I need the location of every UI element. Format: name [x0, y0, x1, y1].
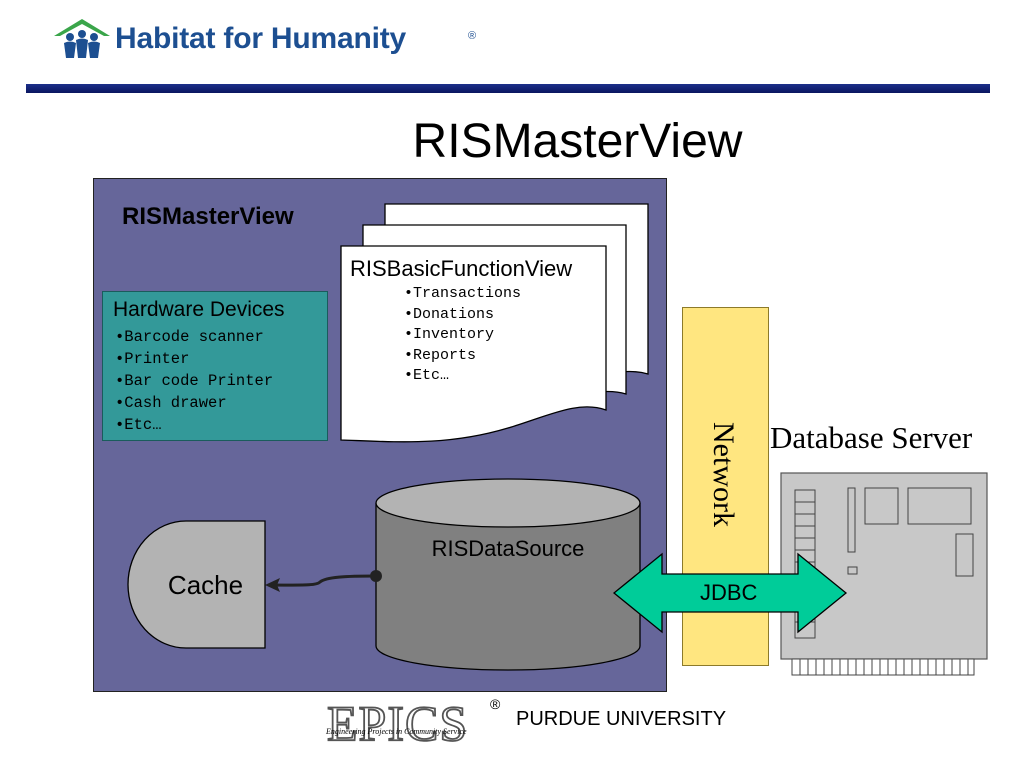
jdbc-label: JDBC: [700, 580, 758, 605]
function-item: •Reports: [404, 346, 477, 364]
network-label: Network: [707, 422, 740, 527]
data-source-label: RISDataSource: [431, 536, 585, 561]
connector-dot: [370, 570, 382, 582]
jdbc-double-arrow: [612, 552, 848, 634]
epics-logo: EPICS: [326, 694, 469, 752]
function-item: •Transactions: [404, 285, 522, 302]
hardware-devices-list: •Barcode scanner •Printer •Bar code Prin…: [115, 326, 273, 436]
hardware-item: •Cash drawer: [115, 394, 227, 412]
habitat-logo-text: Habitat for Humanity: [115, 22, 407, 55]
data-source-cylinder: [375, 503, 641, 671]
function-item: •Etc…: [404, 367, 450, 384]
hardware-item: •Etc…: [115, 416, 162, 434]
hardware-devices-title: Hardware Devices: [113, 298, 285, 321]
header-divider: [26, 84, 990, 93]
purdue-university-label: PURDUE UNIVERSITY: [516, 708, 727, 730]
cache-connector-line: [267, 574, 377, 587]
cache-shape: [127, 520, 266, 649]
data-source-and-cache: [127, 478, 641, 671]
document-front: [340, 245, 607, 443]
hardware-item: •Printer: [115, 350, 190, 368]
function-view-title: RISBasicFunctionView: [350, 256, 573, 281]
data-source-cylinder-top: [375, 478, 641, 528]
habitat-logo-icon: [54, 19, 110, 58]
function-item: •Donations: [404, 305, 495, 323]
hardware-item: •Bar code Printer: [115, 372, 274, 390]
epics-tagline: Engineering Projects in Community Servic…: [326, 727, 467, 736]
function-view-list: •Transactions •Donations •Inventory •Rep…: [404, 284, 521, 387]
database-server-label: Database Server: [770, 420, 973, 455]
slide-title: RISMasterView: [412, 115, 743, 168]
hardware-devices-box: Hardware Devices •Barcode scanner •Print…: [102, 291, 328, 441]
database-server-icon: [780, 472, 988, 676]
function-item: •Inventory: [404, 326, 495, 343]
cache-label: Cache: [167, 570, 244, 600]
function-view-documents: [340, 203, 649, 443]
epics-registered-mark: ®: [490, 696, 501, 712]
hardware-item: •Barcode scanner: [115, 328, 264, 346]
habitat-registered-mark: ®: [468, 30, 477, 42]
connector-arrowhead: [265, 578, 280, 592]
master-view-label: RISMasterView: [122, 203, 294, 230]
